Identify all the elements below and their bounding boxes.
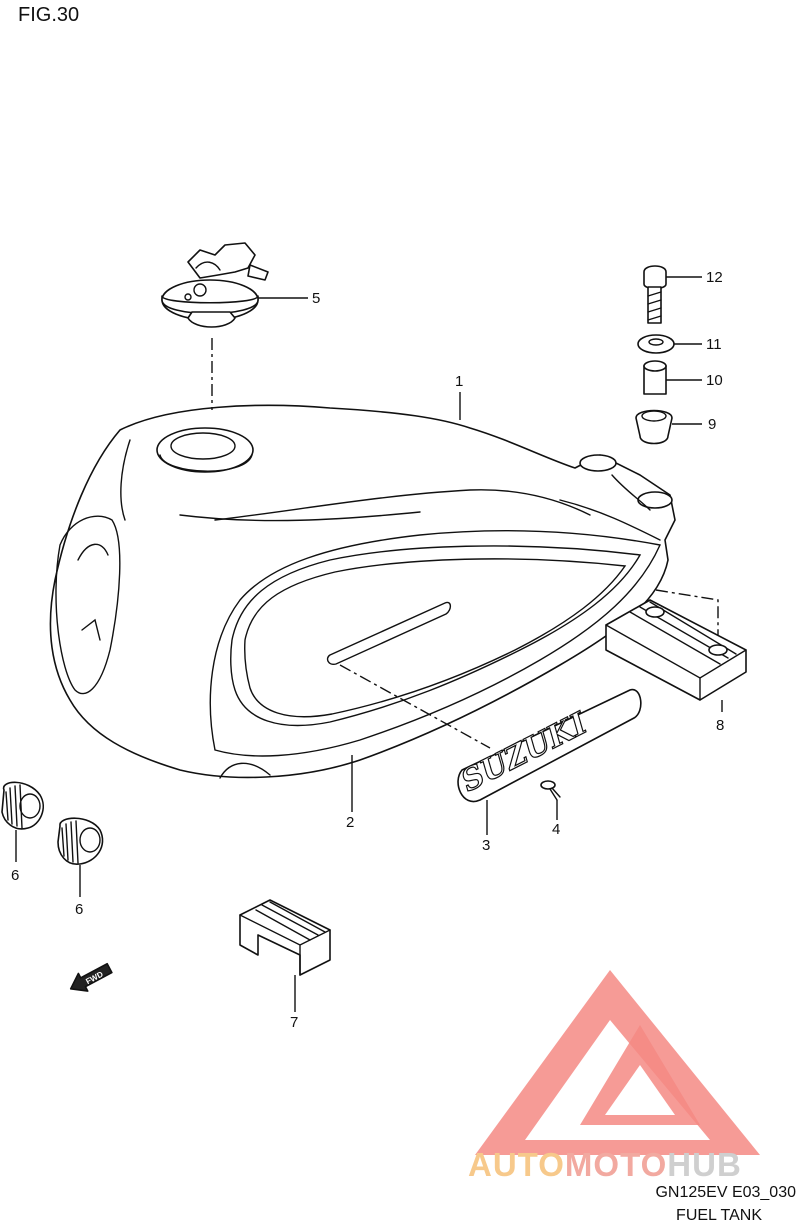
front-cushion-a[interactable] bbox=[1, 781, 44, 830]
figure-name: FUEL TANK bbox=[676, 1207, 762, 1224]
callout-6b: 6 bbox=[75, 901, 83, 918]
watermark-wordmark: AUTOMOTOHUB bbox=[468, 1146, 742, 1184]
watermark-logo bbox=[475, 970, 760, 1155]
emblem-screw[interactable] bbox=[540, 780, 561, 801]
fwd-arrow: FWD bbox=[69, 962, 113, 992]
callout-9: 9 bbox=[708, 416, 716, 433]
front-cushion-b[interactable] bbox=[57, 817, 104, 865]
figure-code: GN125EV E03_030 bbox=[655, 1184, 796, 1201]
watermark-hub: HUB bbox=[667, 1146, 742, 1183]
fuel-tank[interactable] bbox=[49, 404, 676, 779]
tank-rear-cushion[interactable] bbox=[605, 599, 747, 701]
emblem-to-tank-line bbox=[339, 664, 491, 749]
watermark-triangle-icon bbox=[475, 970, 760, 1155]
callout-8: 8 bbox=[716, 717, 724, 734]
watermark-auto: AUTO bbox=[468, 1146, 565, 1183]
callout-3: 3 bbox=[482, 837, 490, 854]
collar[interactable] bbox=[643, 360, 667, 395]
cable-clamp[interactable] bbox=[239, 899, 331, 976]
callout-10: 10 bbox=[706, 372, 723, 389]
callout-11: 11 bbox=[706, 336, 722, 353]
watermark-moto: MOTO bbox=[564, 1146, 668, 1183]
bolt[interactable] bbox=[643, 265, 667, 324]
emblem-text: SUZUKI bbox=[456, 706, 594, 799]
figure-title: FIG.30 bbox=[18, 4, 80, 26]
callout-4: 4 bbox=[552, 821, 560, 838]
washer[interactable] bbox=[637, 334, 675, 354]
callout-2: 2 bbox=[346, 814, 354, 831]
callout-1: 1 bbox=[455, 373, 463, 390]
callout-5: 5 bbox=[312, 290, 320, 307]
callout-7: 7 bbox=[290, 1014, 298, 1031]
callout-12: 12 bbox=[706, 269, 723, 286]
cushion-to-tank-line bbox=[655, 589, 719, 635]
grommet[interactable] bbox=[635, 409, 673, 445]
fuel-cap[interactable] bbox=[161, 242, 269, 328]
callout-6a: 6 bbox=[11, 867, 19, 884]
